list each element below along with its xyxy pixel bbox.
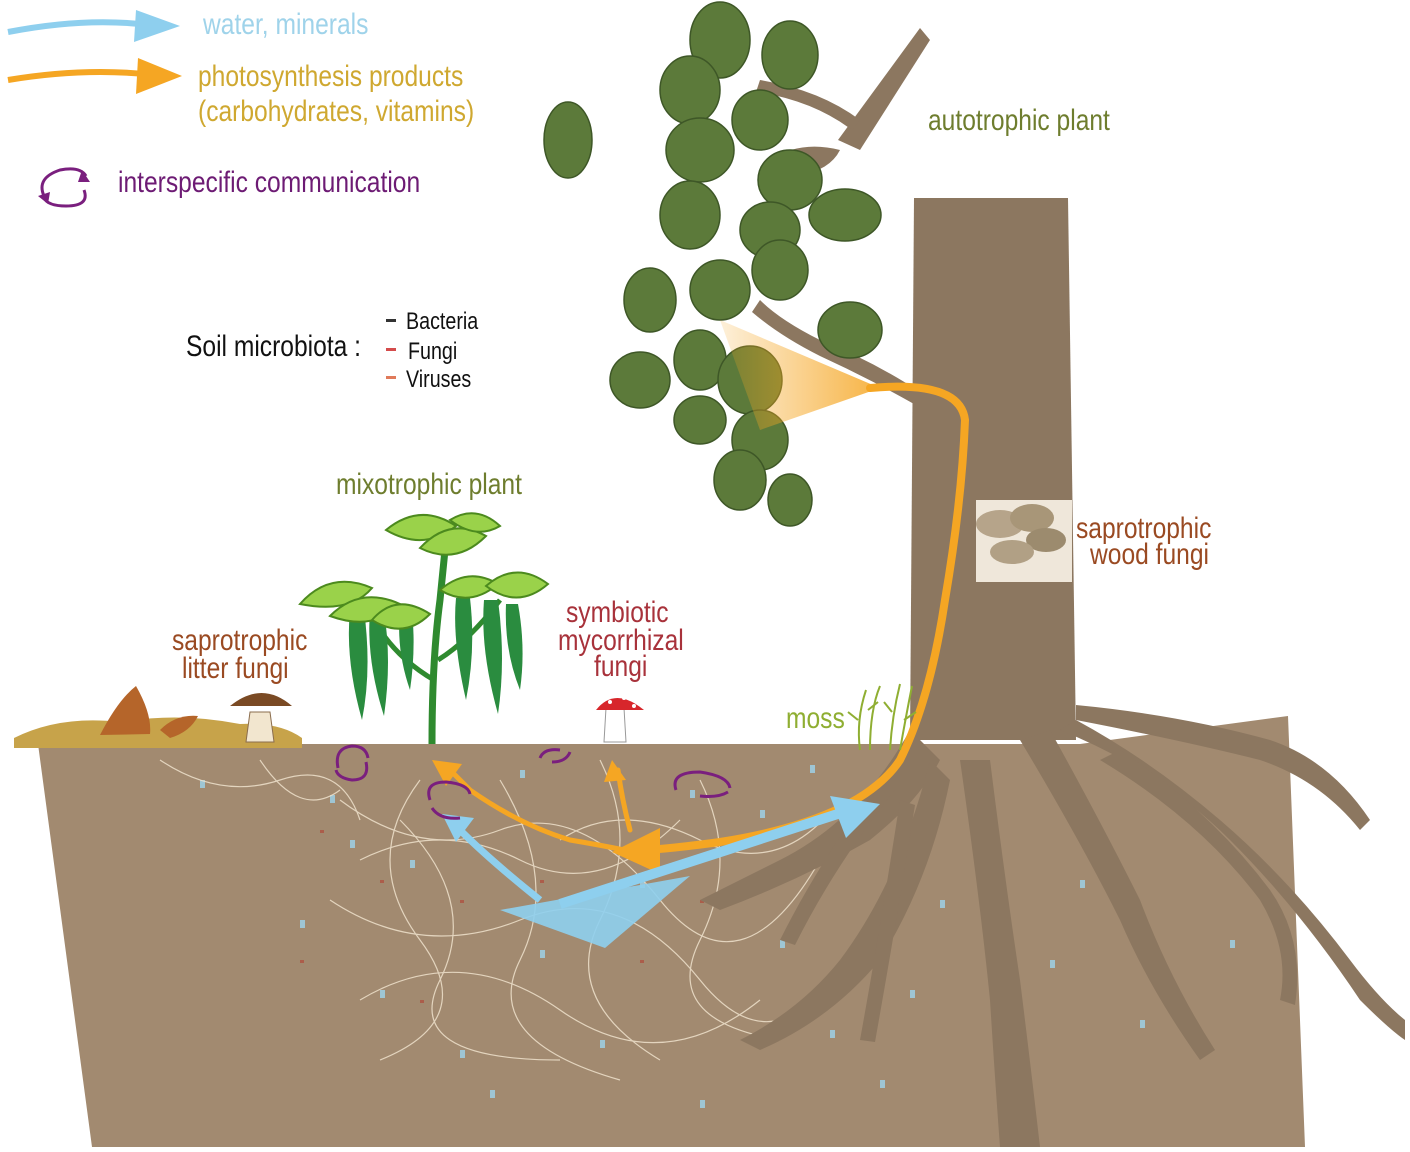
legend-cycle-arrows-icon — [38, 169, 90, 206]
microbiota-viruses: Viruses — [406, 368, 471, 392]
mycorrhizal-label-line3: fungi — [594, 652, 647, 682]
leaf-litter — [100, 686, 198, 738]
wood-fungi-label-line2: wood fungi — [1090, 540, 1209, 570]
soil — [14, 716, 1305, 1147]
wood-fungi — [976, 500, 1072, 582]
mixotrophic-plant-label: mixotrophic plant — [336, 470, 522, 500]
legend-communication-label: interspecific communication — [118, 168, 420, 198]
litter-fungi-label-line2: litter fungi — [182, 654, 289, 684]
legend-water-arrow-icon — [8, 10, 180, 42]
legend-photo-arrow-icon — [8, 58, 182, 94]
microbiota-dots — [386, 319, 396, 379]
legend-photo-label-line2: (carbohydrates, vitamins) — [198, 97, 474, 127]
legend-photo-label-line1: photosynthesis products — [198, 62, 463, 92]
moss-label: moss — [786, 704, 845, 734]
legend-water-label: water, minerals — [203, 10, 368, 40]
microbiota-bacteria: Bacteria — [406, 310, 478, 334]
microbiota-fungi: Fungi — [408, 340, 457, 364]
oak-leaves — [544, 2, 882, 526]
amanita-mushroom — [596, 696, 644, 742]
autotrophic-plant-label: autotrophic plant — [928, 106, 1110, 136]
soil-microbiota-title: Soil microbiota : — [186, 332, 361, 362]
mixotrophic-plant — [300, 513, 548, 744]
